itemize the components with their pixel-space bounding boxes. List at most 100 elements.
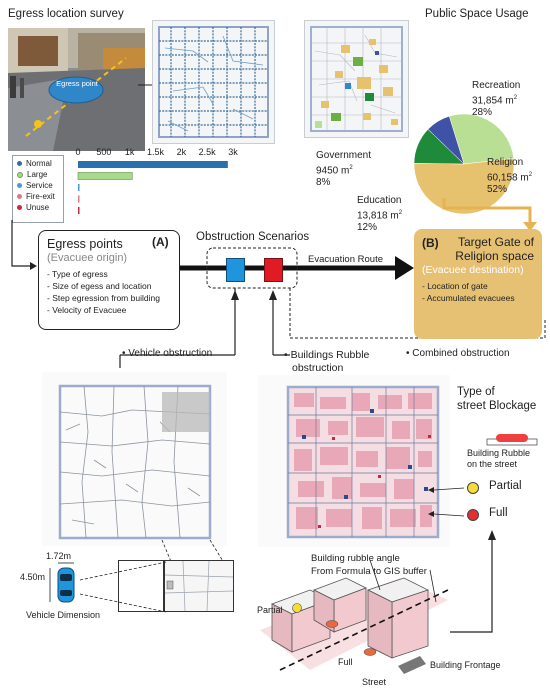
vehicle-width-label: 1.72m (46, 551, 72, 561)
vehicle-scenario-square (226, 258, 245, 282)
egress-point-label: Egress point (56, 79, 98, 88)
legend-large: Large (17, 169, 63, 180)
religion-name: Religion (487, 157, 524, 168)
pie-label-recreation: Recreation 31,854 m2 28% (472, 80, 520, 119)
legend-fire-exit: Fire-exit (17, 191, 63, 202)
legend-large-dot (17, 171, 23, 178)
target-box-title-2: Religion space (455, 249, 534, 263)
education-area-sup: 2 (398, 210, 403, 216)
vehicle-dimension-zoom-lines (79, 561, 167, 613)
egress-box-subtitle: (Evacuee origin) (47, 252, 128, 264)
full-label: Full (489, 507, 508, 519)
legend-unuse-label: Unuse (26, 203, 50, 212)
rubble-legend-line-1: Building Rubble (467, 448, 531, 458)
religion-area-sup: 2 (528, 172, 533, 178)
target-gate-box: Target Gate of Religion space (Evacuee d… (414, 229, 542, 339)
education-name: Education (357, 195, 402, 206)
religion-percent: 52% (487, 184, 508, 196)
target-box-subtitle: (Evacuee destination) (422, 264, 524, 276)
target-item-accumulated: Accumulated evacuees (422, 292, 534, 304)
legend-normal-label: Normal (26, 159, 52, 168)
rubble-legend-line-2: on the street (467, 459, 518, 469)
diagram-frontage-label: Building Frontage (430, 660, 501, 670)
public-space-map (304, 20, 409, 138)
flow-connectors (11, 220, 546, 368)
rubble-3d-diagram (260, 560, 449, 674)
marker-a: (A) (152, 235, 169, 249)
combined-obstruction-label: • Combined obstruction (406, 348, 510, 359)
vehicle-dimension-caption: Vehicle Dimension (26, 610, 101, 620)
x-tick-label: 500 (96, 147, 111, 157)
bar-normal (78, 161, 228, 168)
partial-label: Partial (489, 480, 522, 492)
pie-slice-recreation (448, 113, 514, 165)
pie-label-education: Education 13,818 m2 12% (357, 195, 402, 234)
blockage-arrows (428, 487, 465, 517)
public-space-graphic (310, 26, 403, 132)
vehicle-zoom-box-large (164, 560, 234, 612)
government-area: 9450 m (316, 165, 350, 177)
diagram-full-label: Full (338, 657, 353, 667)
scenarios-title: Obstruction Scenarios (196, 231, 310, 243)
target-box-list: Location of gate Accumulated evacuees (422, 280, 534, 304)
bar-fire-exit (78, 195, 80, 203)
rubble-scenario-square (264, 258, 283, 282)
street-photo-graphic (8, 28, 145, 151)
public-space-title: Public Space Usage (425, 8, 529, 20)
egress-network-map (152, 20, 275, 144)
vehicle-zoom-graphic (164, 560, 234, 612)
combined-obstruction-text: Combined obstruction (412, 348, 510, 359)
egress-box-list: Type of egress Size of egess and locatio… (47, 268, 171, 316)
target-item-location: Location of gate (422, 280, 534, 292)
egress-points-box: Egress points (Evacuee origin) Type of e… (38, 230, 180, 330)
legend-service-label: Service (26, 181, 53, 190)
vehicle-obstruction-text: Vehicle obstruction (128, 348, 213, 359)
pie-label-religion: Religion 60,158 m2 52% (487, 157, 532, 196)
x-tick-label: 3k (228, 147, 238, 157)
legend-unuse-dot (17, 205, 22, 210)
government-area-sup: 2 (349, 165, 353, 171)
rubble-obstruction-text-2: obstruction (292, 362, 344, 374)
rubble-angle-label: Building rubble angle (311, 553, 400, 564)
rubble-map-graphic (286, 385, 440, 539)
target-box-title-1: Target Gate of (457, 235, 534, 249)
government-name: Government (316, 150, 372, 161)
bar-large (77, 172, 133, 180)
bar-unuse (78, 207, 80, 214)
marker-b: (B) (422, 236, 439, 250)
recreation-percent: 28% (472, 107, 493, 119)
religion-area: 60,158 m (487, 172, 529, 184)
egress-item-size: Size of egess and location (47, 280, 171, 292)
public-space-pie (413, 113, 515, 215)
rubble-obstruction-map (258, 375, 450, 547)
x-tick-label: 1k (125, 147, 135, 157)
egress-item-velocity: Velocity of Evacuee (47, 304, 171, 316)
diagram-street-label: Street (362, 677, 387, 687)
blockage-title-2: street Blockage (457, 400, 537, 412)
recreation-name: Recreation (472, 80, 521, 91)
legend-unuse: Unuse (17, 202, 63, 213)
full-dot (467, 509, 479, 521)
legend-fire-exit-dot (17, 194, 22, 199)
x-tick-label: 1.5k (147, 147, 165, 157)
rubble-obstruction-label: • Buildings Rubble obstruction (284, 349, 370, 374)
egress-box-title: Egress points (47, 237, 123, 251)
vehicle-obstruction-label: • Vehicle obstruction (122, 348, 213, 359)
rubble-obstruction-text-1: Buildings Rubble (290, 349, 370, 361)
evacuation-route-label: Evacuation Route (308, 254, 383, 265)
egress-item-type: Type of egress (47, 268, 171, 280)
rubble-buffer-label: From Formula to GIS buffer (311, 566, 427, 577)
survey-title: Egress location survey (8, 8, 124, 20)
rubble-loop-arrow (450, 530, 496, 633)
blockage-title: Type of street Blockage (457, 385, 536, 413)
pie-to-target-arrow (442, 198, 537, 231)
partial-dot (467, 482, 479, 494)
legend-normal-dot (17, 161, 22, 166)
egress-network-graphic (158, 26, 269, 138)
bar-service (78, 184, 80, 191)
pie-slice-government (427, 115, 465, 165)
pie-slice-religion (413, 158, 515, 215)
government-percent: 8% (316, 177, 331, 189)
rubble-legend-icon (486, 434, 538, 446)
